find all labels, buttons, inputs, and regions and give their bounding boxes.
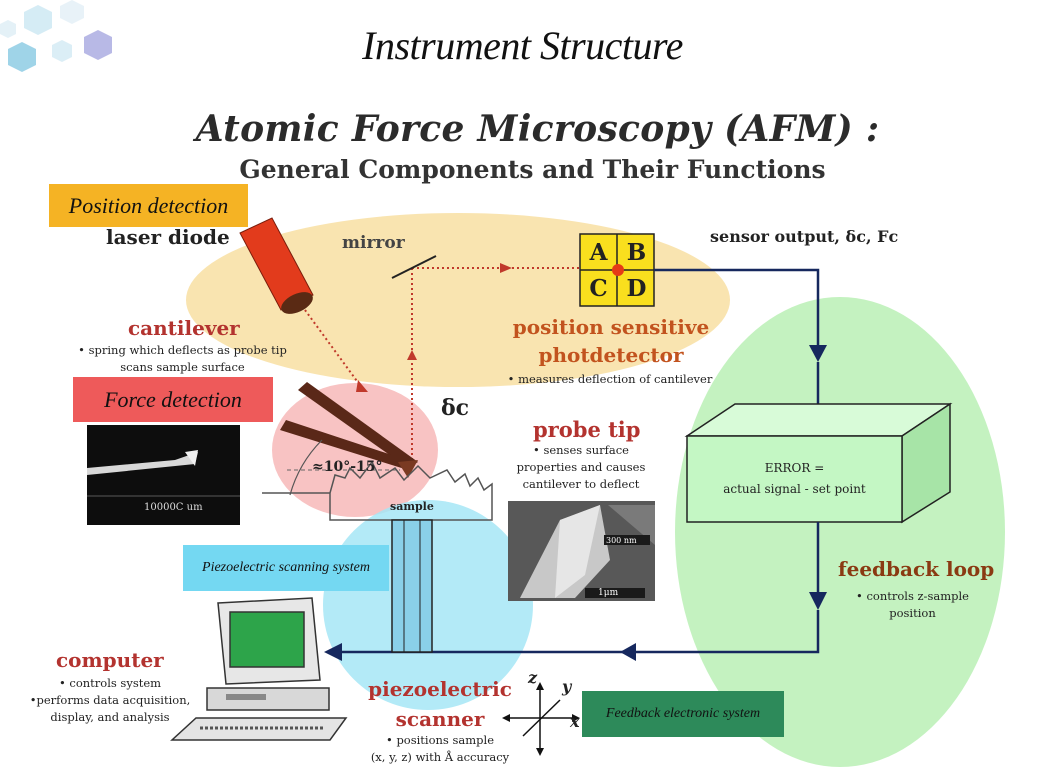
diagram-title: Atomic Force Microscopy (AFM) : bbox=[195, 108, 880, 150]
computer-description: • controls system •performs data acquisi… bbox=[20, 675, 200, 726]
cantilever-desc-line: • spring which deflects as probe tip bbox=[78, 343, 287, 357]
error-line: ERROR = bbox=[764, 461, 825, 475]
tip-scale-top-label: 300 nm bbox=[606, 536, 637, 545]
axis-x-label: x bbox=[570, 712, 580, 731]
error-box bbox=[684, 402, 953, 524]
laser-beam-incident bbox=[304, 309, 363, 389]
quadrant-a: A bbox=[589, 239, 608, 266]
cantilever-icon bbox=[280, 382, 418, 478]
cantilever-desc-line: scans sample surface bbox=[120, 360, 245, 374]
sensor-output-label: sensor output, δc, Fc bbox=[710, 227, 899, 246]
feedback-loop-label: feedback loop bbox=[838, 557, 995, 581]
micrograph-scale-label: 10000C um bbox=[144, 502, 203, 513]
decorative-hexagons bbox=[0, 0, 112, 72]
error-text: ERROR = actual signal - set point bbox=[687, 458, 902, 500]
probe-tip-desc-line: • senses surface bbox=[533, 443, 629, 457]
cantilever-description: • spring which deflects as probe tip sca… bbox=[70, 342, 295, 376]
probe-tip-description: • senses surface properties and causes c… bbox=[496, 442, 666, 493]
mirror-label: mirror bbox=[342, 233, 405, 253]
quadrant-b: B bbox=[626, 239, 647, 266]
sample-surface bbox=[262, 460, 493, 521]
quadrant-d: D bbox=[626, 275, 647, 302]
xyz-axes-icon bbox=[502, 682, 580, 756]
piezo-scanner-label: piezoelectric scanner bbox=[355, 674, 525, 734]
angle-label: ≈10°-15° bbox=[312, 459, 383, 475]
piezo-label-line: piezoelectric bbox=[368, 677, 512, 701]
psd-description: • measures deflection of cantilever bbox=[507, 372, 713, 386]
computer-desc-line: •performs data acquisition, bbox=[29, 693, 191, 707]
page-title: Instrument Structure bbox=[362, 23, 683, 68]
computer-desc-line: display, and analysis bbox=[50, 710, 170, 724]
axis-y-label: y bbox=[562, 677, 572, 696]
piezo-label-line: scanner bbox=[395, 707, 485, 731]
mirror-icon bbox=[391, 255, 437, 279]
computer-label: computer bbox=[56, 648, 164, 672]
probe-tip-label: probe tip bbox=[533, 417, 641, 442]
feedback-desc-line: • controls z-sample bbox=[856, 589, 969, 603]
cantilever-label: cantilever bbox=[128, 316, 240, 340]
force-detection-banner: Force detection bbox=[73, 377, 273, 422]
psd-label-line: position sensitive bbox=[512, 315, 710, 339]
delta-c-label: δc bbox=[441, 395, 470, 421]
psd-label-line: photdetector bbox=[538, 343, 684, 367]
piezo-desc-line: • positions sample bbox=[386, 733, 494, 747]
laser-diode-label: laser diode bbox=[106, 225, 230, 249]
feedback-electronic-banner: Feedback electronic system bbox=[582, 691, 784, 737]
axis-z-label: z bbox=[528, 668, 538, 687]
diagram-subtitle: General Components and Their Functions bbox=[239, 155, 826, 184]
computer-desc-line: • controls system bbox=[58, 676, 162, 690]
feedback-desc-line: position bbox=[889, 606, 936, 620]
psd-label: position sensitive photdetector bbox=[496, 313, 726, 369]
feedback-loop-description: • controls z-sample position bbox=[845, 588, 980, 622]
probe-tip-micrograph bbox=[508, 501, 655, 601]
piezo-stack bbox=[391, 519, 433, 653]
error-line: actual signal - set point bbox=[723, 482, 866, 496]
laser-diode-icon bbox=[239, 217, 314, 314]
piezo-scanner-description: • positions sample (x, y, z) with Å accu… bbox=[355, 732, 525, 766]
quadrant-c: C bbox=[589, 275, 608, 302]
probe-tip-desc-line: properties and causes bbox=[516, 460, 646, 474]
computer-icon bbox=[170, 597, 348, 741]
position-detection-banner: Position detection bbox=[49, 184, 248, 227]
cantilever-micrograph bbox=[87, 425, 240, 525]
piezo-desc-line: (x, y, z) with Å accuracy bbox=[370, 750, 510, 764]
piezo-scanning-banner: Piezoelectric scanning system bbox=[183, 545, 389, 591]
sample-label: sample bbox=[390, 500, 434, 513]
probe-tip-desc-line: cantilever to deflect bbox=[522, 477, 640, 491]
tip-scale-bottom-label: 1μm bbox=[598, 588, 619, 598]
